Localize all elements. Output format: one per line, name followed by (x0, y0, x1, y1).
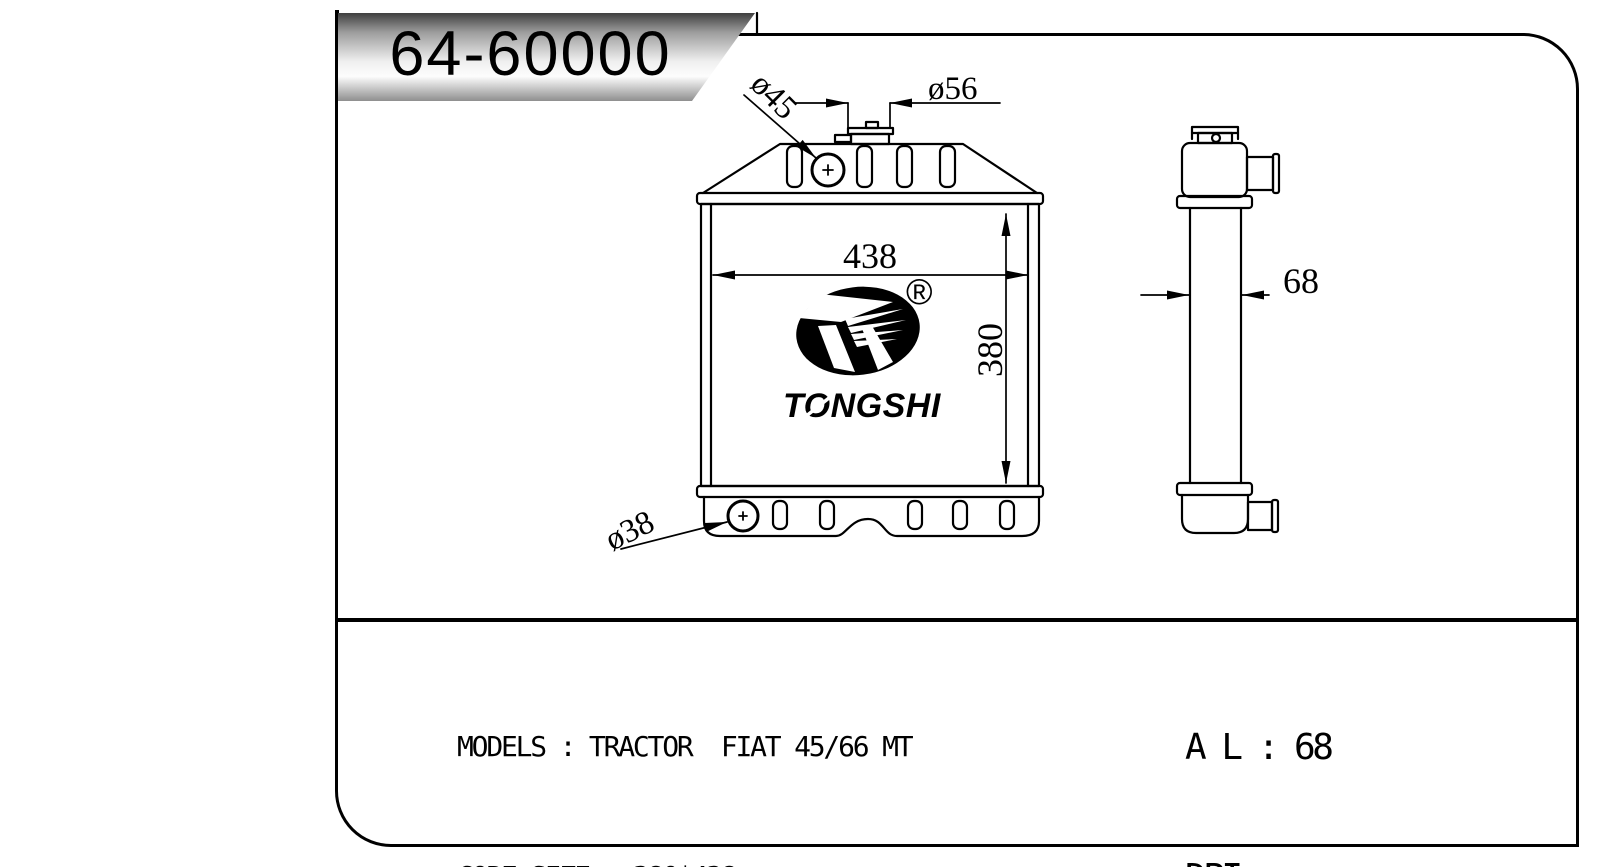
arrowhead (1001, 461, 1011, 483)
drain-outlet-label: ø38 (600, 504, 660, 558)
side-top-pipe (1245, 152, 1281, 195)
bottom-flange (695, 484, 1045, 499)
part-number-badge: 64-60000 (338, 13, 755, 101)
dimension-core-width: 438 (712, 236, 1029, 280)
side-top-tank (1180, 141, 1249, 199)
dimension-drain-outlet: ø38 (600, 504, 728, 558)
bottom-tank-outline (702, 495, 1041, 538)
arrowhead (1167, 290, 1189, 300)
dimension-tank-depth: 68 (1140, 261, 1319, 301)
dimension-filler-cap: ø56 (794, 71, 1001, 128)
arrowhead (1001, 214, 1011, 236)
arrowhead (796, 139, 816, 158)
filler-opening-label: ø45 (743, 66, 803, 126)
spec-line-al: A L : 68 (1185, 726, 1334, 768)
spec-divider-line (335, 618, 1579, 622)
arrowhead (826, 98, 848, 108)
technical-drawing: 438 380 ø56 ø45 (600, 11, 1319, 558)
tongshi-logo: ® TONGSHI (783, 271, 942, 425)
spec-line-core-size: CORE SIZE : 380*438 (457, 855, 911, 867)
part-number: 64-60000 (389, 18, 672, 89)
top-flange (695, 191, 1045, 206)
core-height-label: 380 (970, 323, 1010, 377)
filler-neck (833, 120, 895, 146)
dimension-filler-opening: ø45 (743, 66, 817, 159)
side-upper-flange (1175, 194, 1254, 210)
sheet-border (335, 33, 1579, 847)
filler-opening-circle (810, 152, 846, 188)
arrowhead (1006, 270, 1028, 280)
spec-list-right: A L : 68 DPI : OEM : NISSENS: (1185, 639, 1334, 867)
brand-wordmark: TONGSHI (783, 387, 942, 425)
bottom-tank-slots (771, 499, 1016, 531)
tank-depth-label: 68 (1283, 261, 1319, 301)
spec-line-dpi: DPI : (1185, 856, 1330, 867)
radiator-side-view (1175, 125, 1281, 535)
dimension-core-height: 380 (970, 213, 1011, 484)
arrowhead (890, 98, 912, 108)
core-width-label: 438 (843, 236, 897, 276)
registered-mark: ® (906, 271, 933, 312)
sheet-border-stub (335, 10, 339, 36)
drain-outlet-circle (726, 499, 760, 533)
side-filler-cap (1190, 125, 1240, 145)
logo-arrow (799, 294, 906, 372)
top-tank-slots (785, 144, 957, 189)
radiator-front-view (695, 120, 1045, 538)
side-bottom-tank (1180, 493, 1250, 535)
spec-list-left: MODELS : TRACTOR FIAT 45/66 MT CORE SIZE… (457, 638, 914, 867)
side-column (1188, 206, 1243, 485)
side-lower-flange (1175, 481, 1254, 497)
filler-cap-label: ø56 (928, 71, 978, 107)
arrowhead (1242, 290, 1264, 300)
arrowhead (713, 270, 735, 280)
arrowhead (704, 522, 727, 532)
wordmark-o-slash (803, 392, 836, 419)
spec-line-models: MODELS : TRACTOR FIAT 45/66 MT (457, 729, 914, 763)
side-bottom-pipe (1246, 498, 1280, 534)
